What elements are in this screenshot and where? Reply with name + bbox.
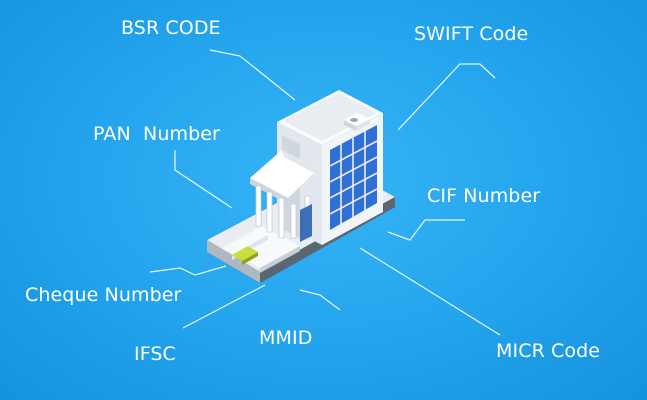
connector-cheque	[149, 265, 227, 276]
connector-swift	[397, 63, 496, 131]
tower	[277, 90, 383, 245]
label-ifsc: IFSC	[134, 343, 176, 365]
label-mmid: MMID	[259, 327, 313, 349]
connector-ifsc	[182, 284, 266, 329]
label-pan-number: PAN Number	[93, 123, 220, 145]
portico	[250, 150, 318, 242]
label-swift-code: SWIFT Code	[414, 23, 529, 45]
label-cif-number: CIF Number	[427, 185, 541, 207]
connector-bsr	[209, 49, 296, 101]
connector-mmid	[299, 289, 341, 311]
connector-micr	[359, 247, 501, 336]
label-cheque-number: Cheque Number	[25, 284, 182, 306]
car	[232, 246, 258, 265]
label-micr-code: MICR Code	[496, 340, 601, 362]
connector-pan	[174, 150, 233, 209]
label-bsr-code: BSR CODE	[121, 17, 221, 39]
connector-cif	[387, 219, 465, 241]
